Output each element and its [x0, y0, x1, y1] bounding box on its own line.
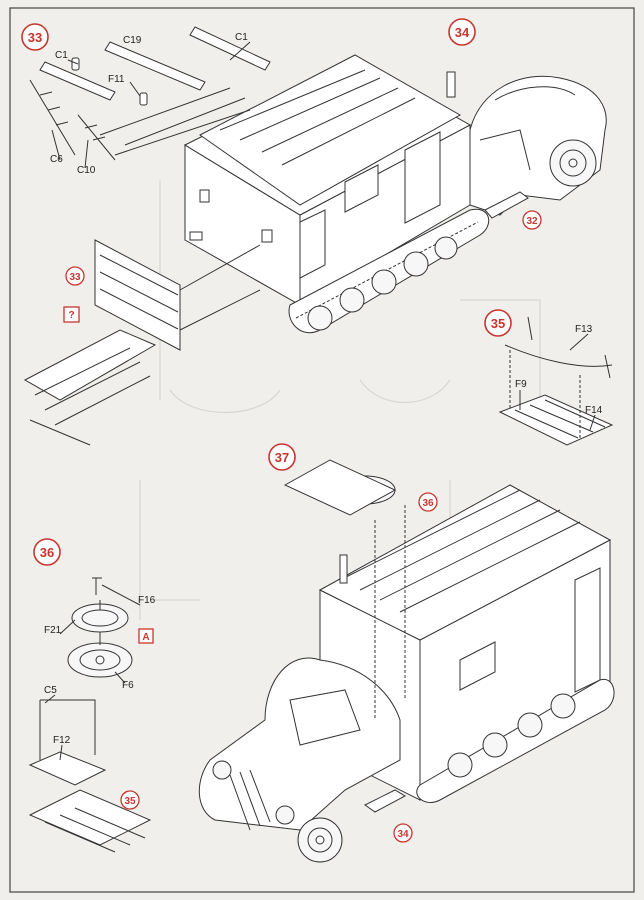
- ref-36: 36: [418, 492, 438, 512]
- svg-text:33: 33: [28, 30, 42, 45]
- svg-text:34: 34: [455, 25, 470, 40]
- rear-plate: [189, 231, 203, 241]
- step-33-marker: 33: [21, 23, 49, 51]
- label-f12: F12: [53, 735, 71, 746]
- road-wheel-9: [550, 693, 576, 719]
- label-c5: C5: [44, 685, 57, 696]
- bracket-c6: [29, 79, 76, 156]
- ref-marker-a: A: [138, 628, 154, 644]
- step-ladder-33: [94, 239, 181, 351]
- board-c1-right: [189, 26, 271, 71]
- road-wheel-6: [447, 752, 473, 778]
- roof-rail: [199, 54, 462, 206]
- label-f9: F9: [515, 379, 527, 390]
- svg-text:A: A: [142, 632, 149, 643]
- chimney: [446, 71, 456, 98]
- clip-f11-b: [139, 92, 148, 106]
- running-board-2: [364, 789, 407, 813]
- svg-text:37: 37: [275, 450, 289, 465]
- step33-parts: [23, 26, 271, 446]
- headlight-left: [212, 760, 232, 780]
- road-wheel-5: [434, 236, 458, 260]
- ref-35: 35: [120, 790, 140, 810]
- road-wheel-1: [307, 305, 333, 331]
- clip-f11-a: [71, 57, 80, 71]
- ref-32: 32: [522, 210, 542, 230]
- svg-text:32: 32: [526, 216, 538, 227]
- truck-top-illustration: [159, 54, 607, 414]
- bolt-f16: [92, 577, 102, 595]
- road-wheel-4: [403, 251, 429, 277]
- svg-text:33: 33: [69, 272, 81, 283]
- chimney-2: [339, 554, 348, 584]
- bracket-c5: [39, 699, 96, 760]
- label-f13: F13: [575, 324, 593, 335]
- label-f16: F16: [138, 595, 156, 606]
- rear-handle: [199, 189, 210, 203]
- rack-base-f9: [498, 394, 614, 446]
- tray-f12: [28, 751, 107, 786]
- rear-lamp: [261, 229, 273, 243]
- rack-37: [283, 459, 397, 516]
- rack-frame-f13: [504, 344, 613, 367]
- side-door-2: [574, 567, 601, 693]
- label-f14: F14: [585, 405, 603, 416]
- grille: [229, 769, 271, 831]
- label-c10: C10: [77, 165, 96, 176]
- step35-rack: [498, 316, 614, 446]
- step-37-marker: 37: [268, 443, 296, 471]
- label-c6: C6: [50, 154, 63, 165]
- svg-text:34: 34: [397, 829, 409, 840]
- svg-text:36: 36: [40, 545, 54, 560]
- ref-34: 34: [393, 823, 413, 843]
- headlight-right: [275, 805, 295, 825]
- road-wheel-3: [371, 269, 397, 295]
- rack-35: [28, 789, 152, 846]
- rear-side-door: [299, 209, 326, 279]
- step-34-marker: 34: [448, 18, 476, 46]
- side-window-2: [459, 641, 496, 691]
- road-wheel-2: [339, 287, 365, 313]
- label-f11: F11: [108, 74, 125, 85]
- board-c19: [104, 41, 206, 91]
- ref-33: 33: [65, 266, 85, 286]
- step-ladder-lower: [23, 329, 157, 401]
- road-wheel-8: [517, 712, 543, 738]
- box-roof-2: [318, 484, 612, 641]
- label-f6: F6: [122, 680, 134, 691]
- svg-text:36: 36: [422, 498, 434, 509]
- step-36-marker: 36: [33, 538, 61, 566]
- side-door: [404, 131, 441, 224]
- label-c1-left: C1: [55, 50, 68, 61]
- label-c1-right: C1: [235, 32, 248, 43]
- svg-text:?: ?: [68, 310, 74, 321]
- svg-text:35: 35: [491, 316, 505, 331]
- step-35-marker: 35: [484, 309, 512, 337]
- ref-unknown-part: ?: [63, 306, 80, 323]
- label-f21: F21: [44, 625, 62, 636]
- truck-bottom-illustration: [139, 459, 615, 863]
- road-wheel-7: [482, 732, 508, 758]
- svg-text:35: 35: [124, 796, 136, 807]
- label-c19: C19: [123, 35, 142, 46]
- side-window: [344, 164, 379, 213]
- bracket-c10: [77, 114, 116, 161]
- wheel-f6: [67, 642, 133, 678]
- running-board: [484, 191, 529, 219]
- board-c1-left: [39, 61, 116, 101]
- front-wheel: [549, 139, 597, 187]
- front-wheel-2: [297, 817, 343, 863]
- page-border: [9, 7, 635, 893]
- step36-spare-wheel: [28, 577, 152, 853]
